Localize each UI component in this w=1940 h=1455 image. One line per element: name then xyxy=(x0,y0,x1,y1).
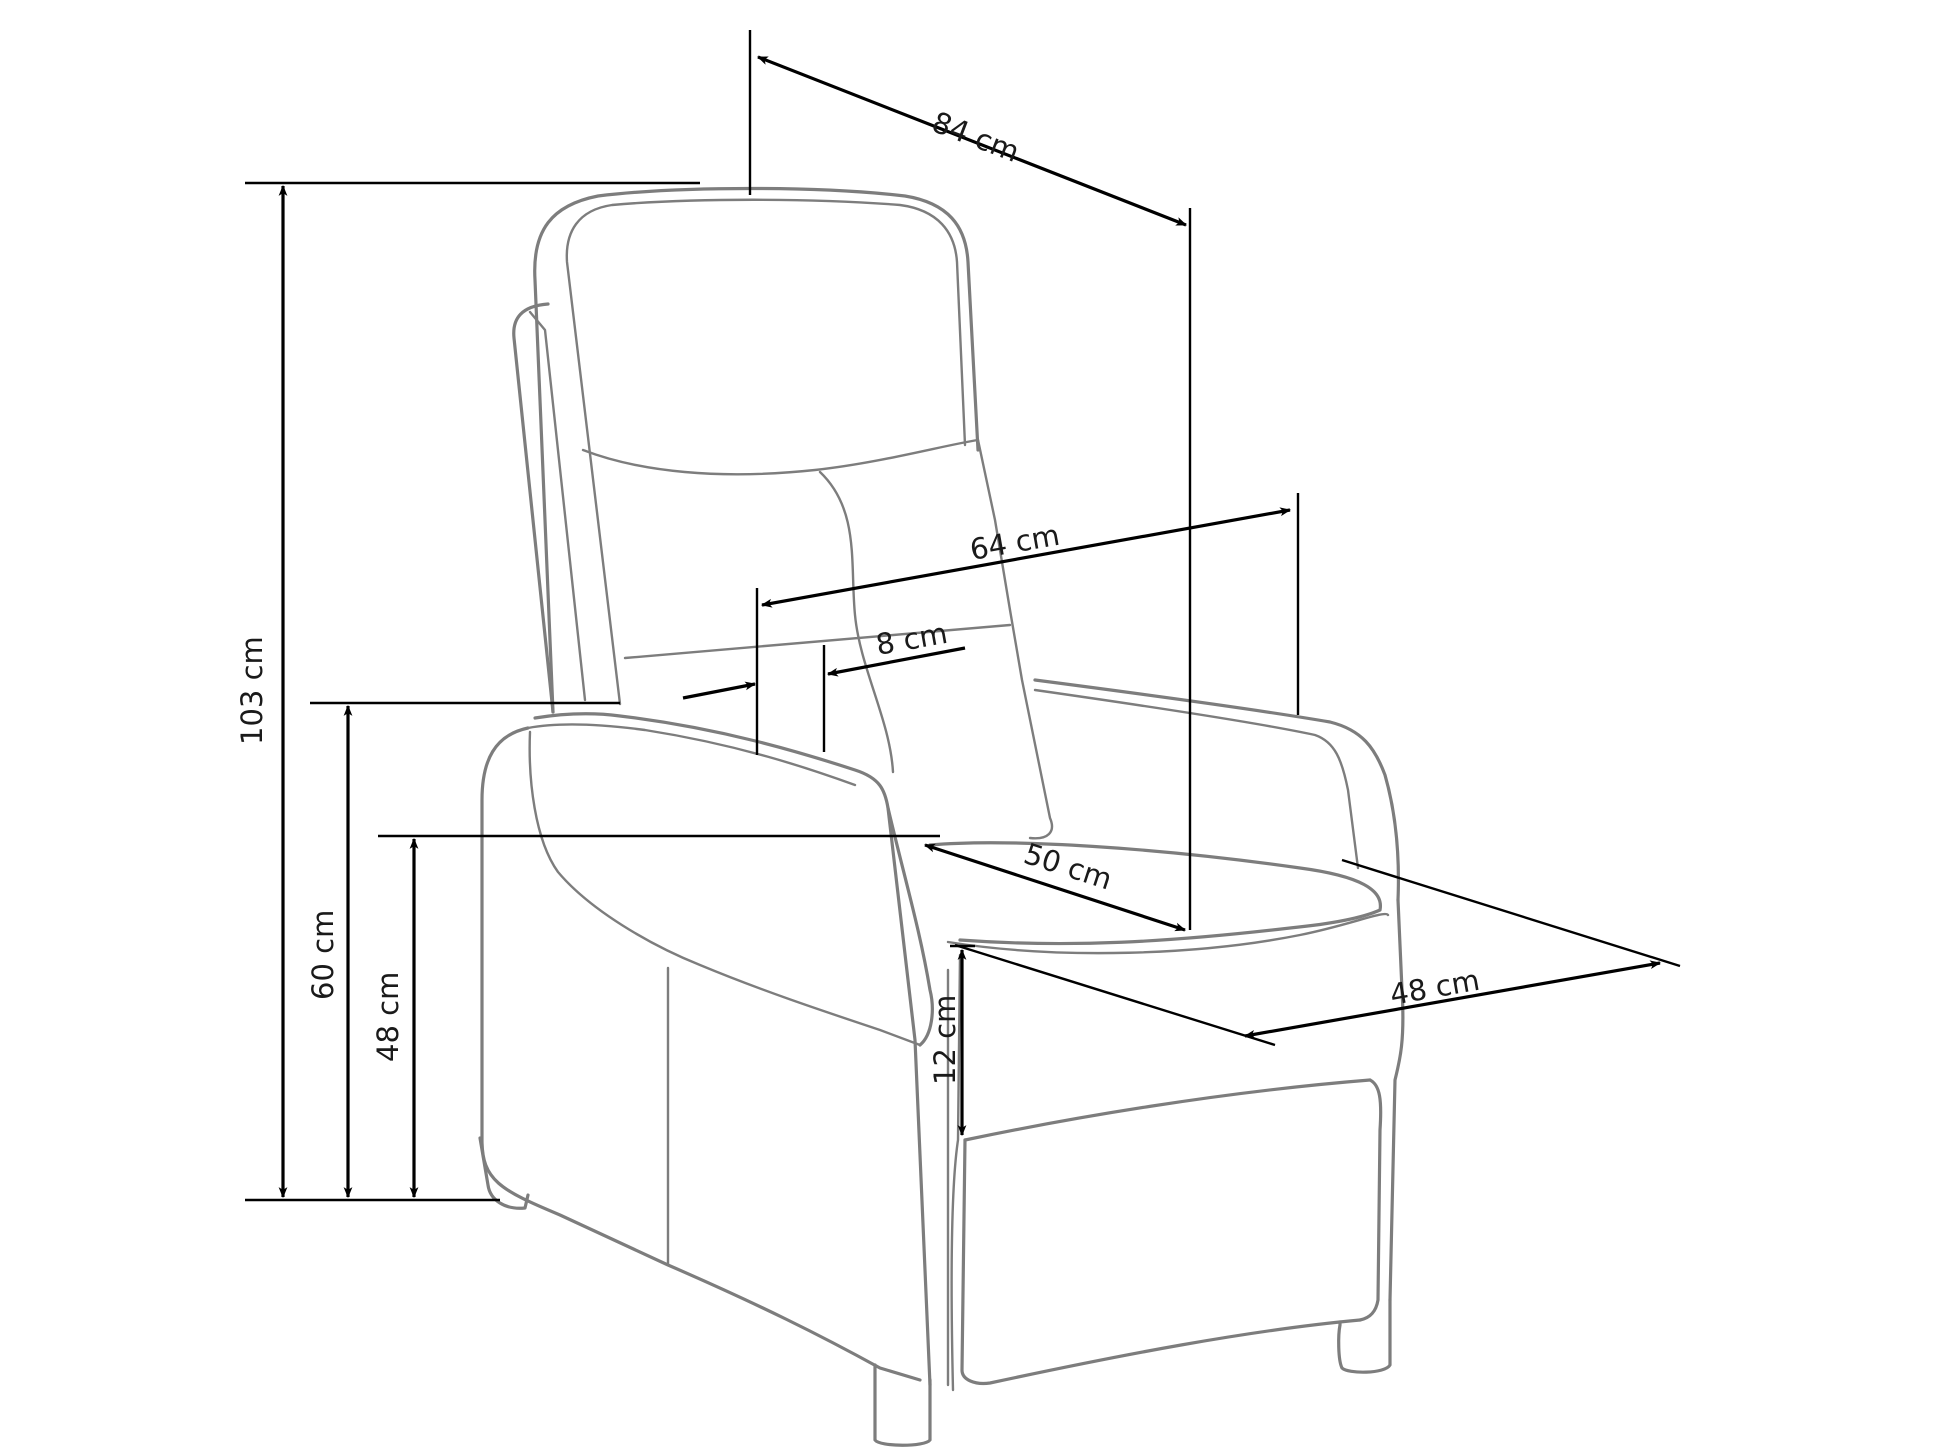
dim-50-line xyxy=(923,843,1187,932)
dimension-lines xyxy=(245,30,1681,1202)
dim-48-footrest-line xyxy=(1243,960,1662,1039)
dim-8-line-left xyxy=(682,681,757,700)
left-armrest-front xyxy=(480,726,922,1382)
dim-84-line xyxy=(756,55,1188,227)
lumbar-cushion-right xyxy=(976,438,1054,840)
label-103cm: 103 cm xyxy=(235,636,269,745)
right-armrest-top xyxy=(1033,678,1401,902)
label-64cm: 64 cm xyxy=(967,518,1062,567)
footrest-side xyxy=(950,953,962,1392)
footrest-top xyxy=(963,1078,1372,1142)
label-8cm: 8 cm xyxy=(873,616,950,662)
ext-48-right xyxy=(1341,858,1681,968)
left-armrest-outer-edge xyxy=(886,806,932,1387)
lumbar-cushion xyxy=(818,470,895,774)
ext-48-left xyxy=(954,943,1276,1047)
left-armrest-front-seam xyxy=(528,730,922,1047)
dim-8-line-right xyxy=(826,646,966,677)
label-84cm: 84 cm xyxy=(927,105,1024,169)
seat-front-seam xyxy=(946,912,1390,955)
right-armrest-side xyxy=(1388,898,1405,1302)
dim-64-line xyxy=(760,507,1292,608)
dimension-labels: 84 cm 103 cm 60 cm 48 cm 64 cm 8 cm 50 c… xyxy=(235,105,1482,1085)
footrest-front xyxy=(960,1138,1362,1386)
seat-cushion xyxy=(928,841,1382,946)
left-front-leg xyxy=(873,1363,932,1447)
footrest-right xyxy=(1358,1078,1383,1322)
left-armrest-inner xyxy=(526,723,857,787)
right-front-leg xyxy=(1337,1298,1392,1374)
recliner-chair-outline xyxy=(478,186,1405,1447)
head-cushion-seam xyxy=(581,438,980,476)
right-armrest-inner xyxy=(1033,688,1360,870)
label-12cm: 12 cm xyxy=(928,995,962,1085)
label-60cm: 60 cm xyxy=(306,910,340,1000)
left-armrest-top xyxy=(533,712,934,1047)
lumbar-seam xyxy=(623,623,1012,660)
back-leg xyxy=(478,1136,530,1210)
back-side-panel xyxy=(512,302,555,714)
label-48cm-seat: 48 cm xyxy=(371,972,405,1062)
